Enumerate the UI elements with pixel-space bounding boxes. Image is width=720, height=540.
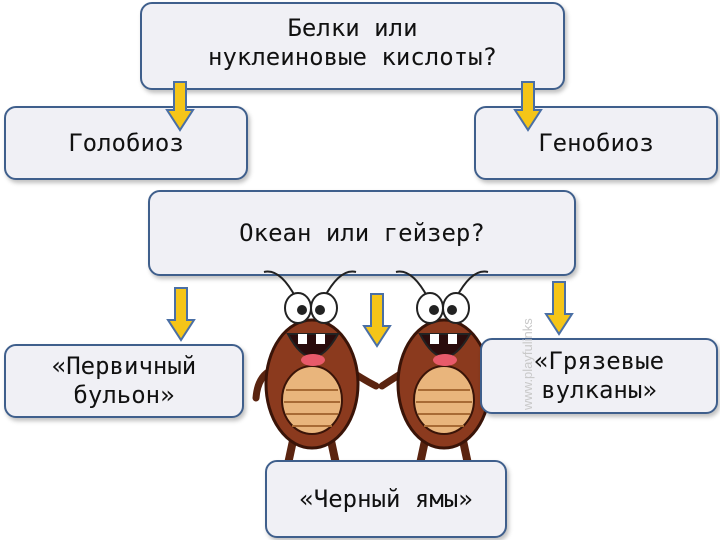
down-arrow-icon: [362, 293, 392, 348]
down-arrow-icon: [544, 281, 574, 336]
watermark: www.playfulinks: [520, 318, 535, 410]
down-arrow-icon: [166, 287, 196, 342]
option-genobiosis: Генобиоз: [474, 106, 718, 180]
question-ocean-or-geyser: Океан или гейзер?: [148, 190, 576, 276]
option-black-pits: «Черный ямы»: [265, 460, 507, 538]
down-arrow-icon: [513, 81, 543, 132]
down-arrow-icon: [165, 81, 195, 132]
cockroach-left: [252, 270, 380, 472]
option-mud-volcanoes: «Грязевые вулканы»: [480, 338, 718, 414]
question-proteins-or-nucleic-acids: Белки или нуклеиновые кислоты?: [140, 2, 565, 90]
option-holobiosis: Голобиоз: [4, 106, 248, 180]
option-primordial-broth: «Первичный бульон»: [4, 344, 244, 418]
cockroaches-illustration: [252, 270, 504, 472]
